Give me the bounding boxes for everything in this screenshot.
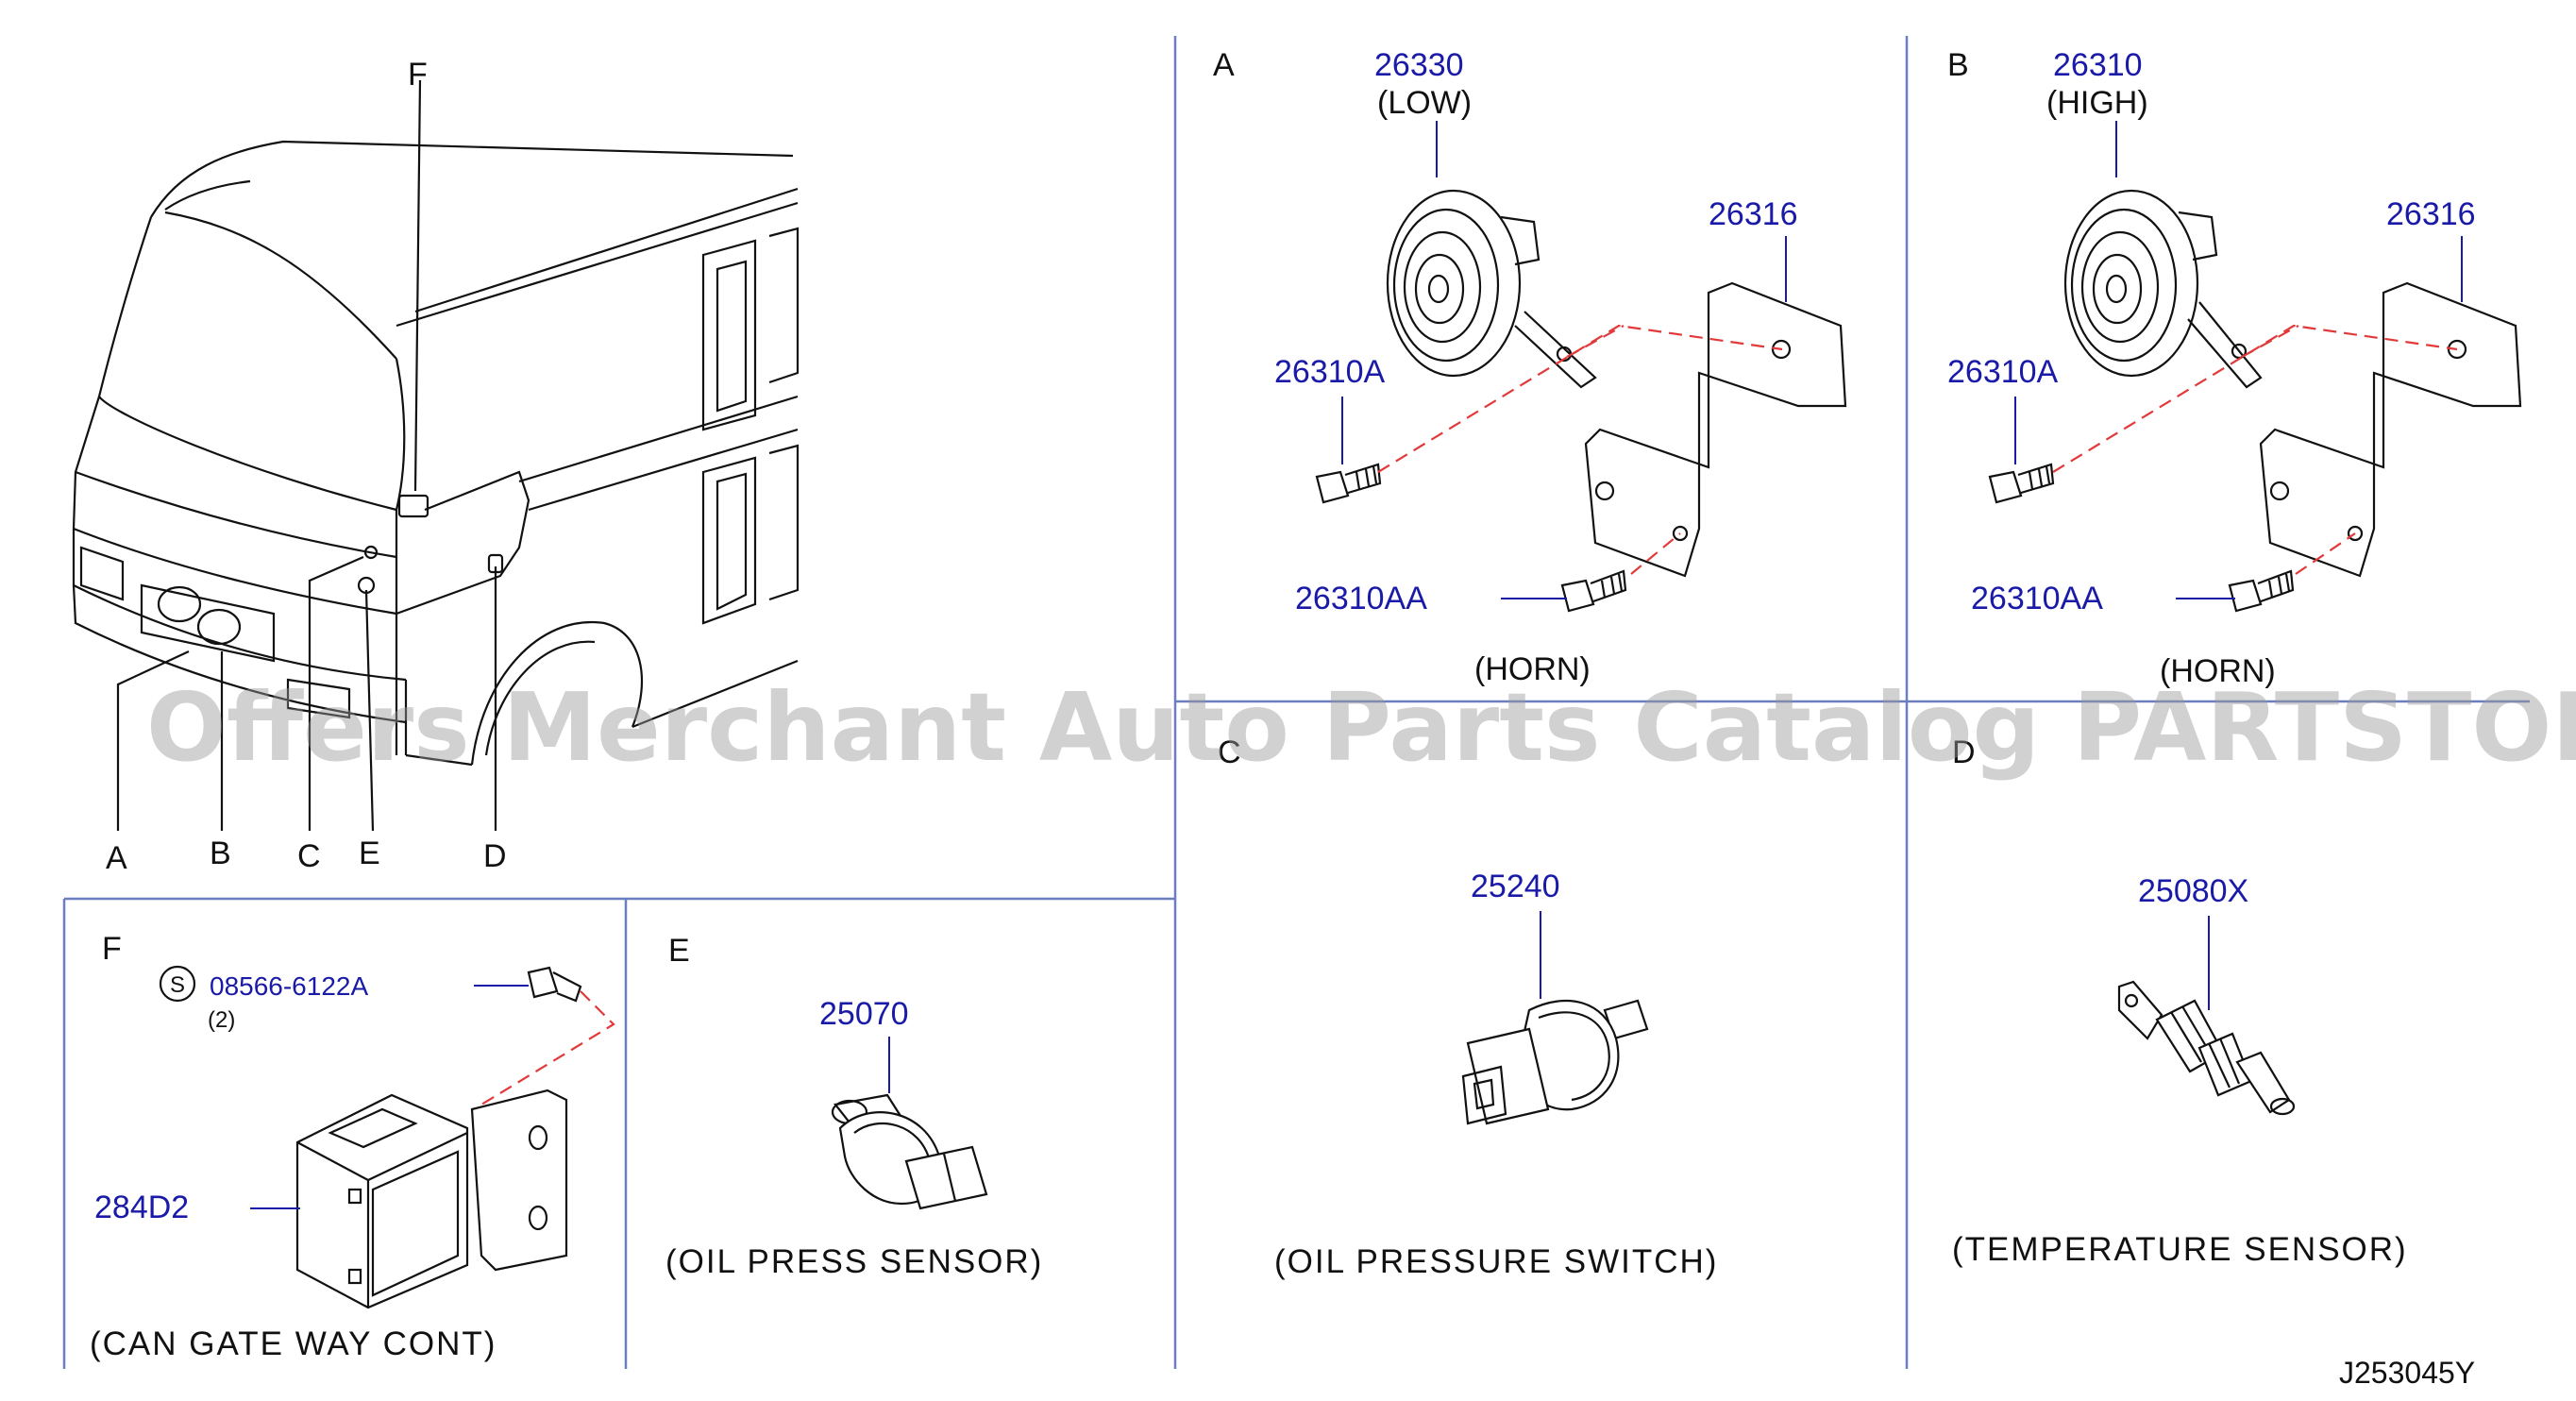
horn-low-illustration	[1386, 189, 1597, 389]
horn-bracket-a-illustration	[1584, 281, 1847, 578]
panel-b: B 26310 (HIGH) 26316 26310A	[1947, 47, 2522, 689]
horn-high-illustration	[2063, 189, 2263, 389]
gateway-bracket-illustration	[470, 1089, 568, 1272]
watermark: Offers Merchant Auto Parts Catalog PARTS…	[146, 672, 2576, 783]
oil-press-sensor-illustration	[831, 1093, 988, 1210]
location-label-d: D	[483, 838, 507, 874]
panel-b-bolt-part-number[interactable]: 26310A	[1947, 354, 2059, 390]
panel-a-horn-part-number[interactable]: 26330	[1374, 47, 1464, 83]
panel-b-bolt2-part-number[interactable]: 26310AA	[1971, 581, 2103, 616]
panel-d-caption: (TEMPERATURE SENSOR)	[1952, 1231, 2408, 1268]
oil-pressure-switch-illustration	[1461, 999, 1649, 1125]
location-label-b: B	[210, 836, 231, 871]
horn-bolt2-b-illustration	[2228, 569, 2295, 613]
can-gateway-module-illustration	[295, 1093, 469, 1309]
gateway-screw-illustration	[527, 966, 582, 1003]
panel-d-part-number[interactable]: 25080X	[2138, 873, 2248, 909]
panel-f-screw-symbol: S	[170, 972, 185, 998]
diagram-code: J253045Y	[2339, 1356, 2475, 1390]
location-label-a: A	[106, 840, 127, 876]
panel-a-horn-note: (LOW)	[1377, 85, 1472, 121]
horn-bolt2-a-illustration	[1560, 569, 1627, 613]
panel-b-caption: (HORN)	[2160, 653, 2276, 689]
panel-a-bolt-part-number[interactable]: 26310A	[1274, 354, 1386, 390]
panel-f-screw-part-number[interactable]: 08566-6122A	[210, 971, 368, 1001]
panel-f-screw-qty: (2)	[208, 1007, 235, 1033]
horn-bracket-b-illustration	[2259, 281, 2522, 578]
panel-d: D 25080X (TEMPERATURE SENSOR)	[1952, 734, 2408, 1268]
location-label-f: F	[408, 57, 428, 93]
screw-symbol-circle	[159, 965, 196, 1003]
panel-a-bolt2-part-number[interactable]: 26310AA	[1295, 581, 1427, 616]
location-label-c: C	[297, 838, 321, 874]
panel-e-caption: (OIL PRESS SENSOR)	[665, 1243, 1043, 1280]
panel-a-letter: A	[1213, 47, 1235, 83]
panel-c: C 25240 (OIL PRESSURE SWITCH)	[1218, 734, 1718, 1280]
panel-e: E 25070 (OIL PRESS SENSOR)	[665, 933, 1043, 1280]
panel-f-letter: F	[102, 931, 122, 967]
panel-d-letter: D	[1952, 734, 1976, 770]
horn-bolt-b-illustration	[1988, 463, 2055, 504]
van-location-labels: A B C E D F	[106, 57, 507, 876]
panel-c-part-number[interactable]: 25240	[1471, 869, 1560, 904]
panel-b-bracket-part-number[interactable]: 26316	[2386, 196, 2476, 232]
panel-a-caption: (HORN)	[1474, 651, 1591, 687]
panel-f: F S 08566-6122A (2) 284D2 (CAN GATE WAY …	[90, 931, 615, 1362]
panel-a-bracket-part-number[interactable]: 26316	[1709, 196, 1798, 232]
panel-f-caption: (CAN GATE WAY CONT)	[90, 1325, 497, 1362]
panel-c-letter: C	[1218, 734, 1241, 770]
panel-b-horn-part-number[interactable]: 26310	[2053, 47, 2143, 83]
panel-c-caption: (OIL PRESSURE SWITCH)	[1274, 1243, 1718, 1280]
panel-dividers	[62, 36, 2530, 1369]
horn-bolt-a-illustration	[1315, 463, 1382, 504]
temperature-sensor-illustration	[2117, 980, 2296, 1116]
panel-b-horn-note: (HIGH)	[2046, 85, 2148, 121]
van-overview-illustration	[72, 79, 800, 832]
panel-e-letter: E	[668, 933, 690, 969]
panel-e-part-number[interactable]: 25070	[819, 996, 909, 1032]
panel-f-module-part-number[interactable]: 284D2	[94, 1190, 189, 1225]
panel-b-letter: B	[1947, 47, 1969, 83]
panel-a: A 26330 (LOW) 26316 2631	[1213, 47, 1847, 687]
location-label-e: E	[359, 836, 380, 871]
